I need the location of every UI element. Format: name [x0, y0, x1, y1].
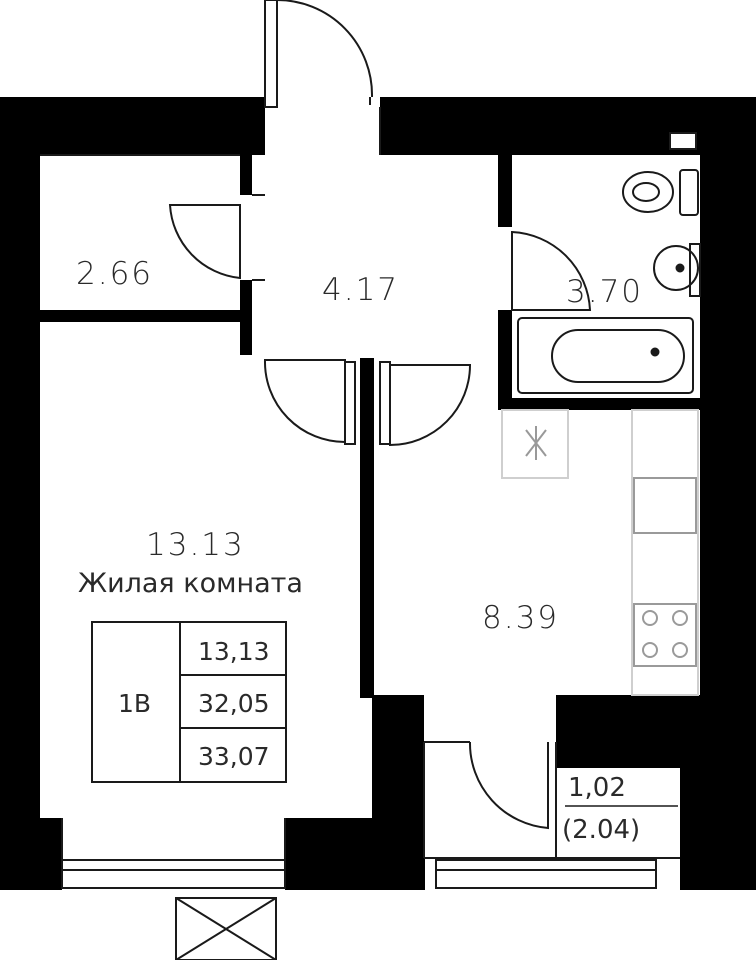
balcony — [175, 897, 277, 960]
balcony-area-label: 1,02 — [568, 773, 626, 803]
hall-outline-left — [252, 194, 265, 281]
window-living-sill — [61, 869, 286, 889]
toilet-tank — [679, 169, 699, 216]
wall-left — [0, 97, 40, 887]
bathtub — [517, 317, 694, 394]
wall-hall-a — [240, 155, 252, 195]
window-kitchen-sill — [435, 869, 657, 889]
balcony-cross-b — [175, 897, 277, 960]
vent-icon — [525, 426, 547, 460]
bathtub-drain-icon — [650, 347, 660, 357]
door-kitchen-jamb — [379, 361, 391, 445]
door-storage — [168, 204, 241, 280]
wall-hall-c — [498, 155, 512, 227]
sink-bowl — [653, 245, 699, 291]
summary-frame — [91, 621, 287, 783]
bath-area-label: 3.70 — [566, 274, 643, 310]
door-living — [263, 359, 346, 444]
toilet-seat — [632, 182, 660, 202]
wall-bath-bottom — [498, 398, 700, 410]
door-kitchen — [389, 364, 472, 447]
window-kitchen — [435, 859, 657, 871]
kitchen-corner-box — [501, 409, 569, 479]
door-loggia — [468, 741, 549, 830]
wall-bottom-left — [0, 818, 62, 890]
burner-icon-4 — [672, 642, 688, 658]
toilet-bowl — [622, 171, 674, 213]
bath-fixtures — [517, 169, 701, 394]
storage-area-label: 2.66 — [76, 256, 153, 292]
apartment-type-label: 1В — [118, 689, 151, 718]
entry-jamb-left — [264, 0, 278, 108]
living-area-label: 13.13 — [146, 527, 245, 563]
living-room-name: Жилая комната — [78, 568, 303, 599]
kitchen-fixtures — [501, 409, 699, 696]
summary-values: 1В 13,13 32,05 33,07 — [118, 637, 270, 771]
wall-right-lower — [556, 695, 756, 768]
summary-total-area: 32,05 — [198, 689, 270, 718]
wall-kitchen-pier — [372, 695, 424, 890]
wall-top-right — [380, 97, 756, 155]
door-living-jamb — [344, 361, 356, 445]
window-living — [61, 859, 286, 871]
burner-icon-3 — [642, 642, 658, 658]
kitchen-counter — [631, 409, 699, 696]
summary-living-area: 13,13 — [198, 637, 270, 666]
door-bath — [511, 230, 592, 311]
wall-right-bottom — [680, 768, 756, 890]
wall-bath-left — [498, 310, 512, 410]
balcony-area-full-label: (2.04) — [562, 815, 640, 845]
bathtub-inner — [551, 329, 685, 383]
stove — [633, 603, 697, 667]
sink-drain-icon — [675, 263, 685, 273]
walls — [0, 97, 756, 890]
balcony-slab — [175, 897, 277, 960]
summary-table — [91, 621, 287, 783]
kitchen-area-label: 8.39 — [482, 600, 559, 636]
hall-area-label: 4.17 — [322, 272, 399, 308]
wall-storage-living — [40, 310, 250, 322]
kitchen-sink — [633, 477, 697, 534]
windows — [61, 132, 697, 889]
wall-central — [360, 358, 374, 698]
wall-right — [700, 97, 756, 695]
room-labels: 2.66 4.17 3.70 13.13 Жилая комната 8.39 … — [76, 256, 678, 845]
door-entry — [276, 0, 374, 105]
wall-top-left — [0, 97, 265, 155]
burner-icon-1 — [642, 610, 658, 626]
sink-counter — [689, 243, 701, 297]
doors — [168, 0, 592, 830]
burner-icon-2 — [672, 610, 688, 626]
summary-total-with-balcony: 33,07 — [198, 742, 270, 771]
wall-hall-b — [240, 280, 252, 355]
window-bath-vent — [669, 132, 697, 150]
